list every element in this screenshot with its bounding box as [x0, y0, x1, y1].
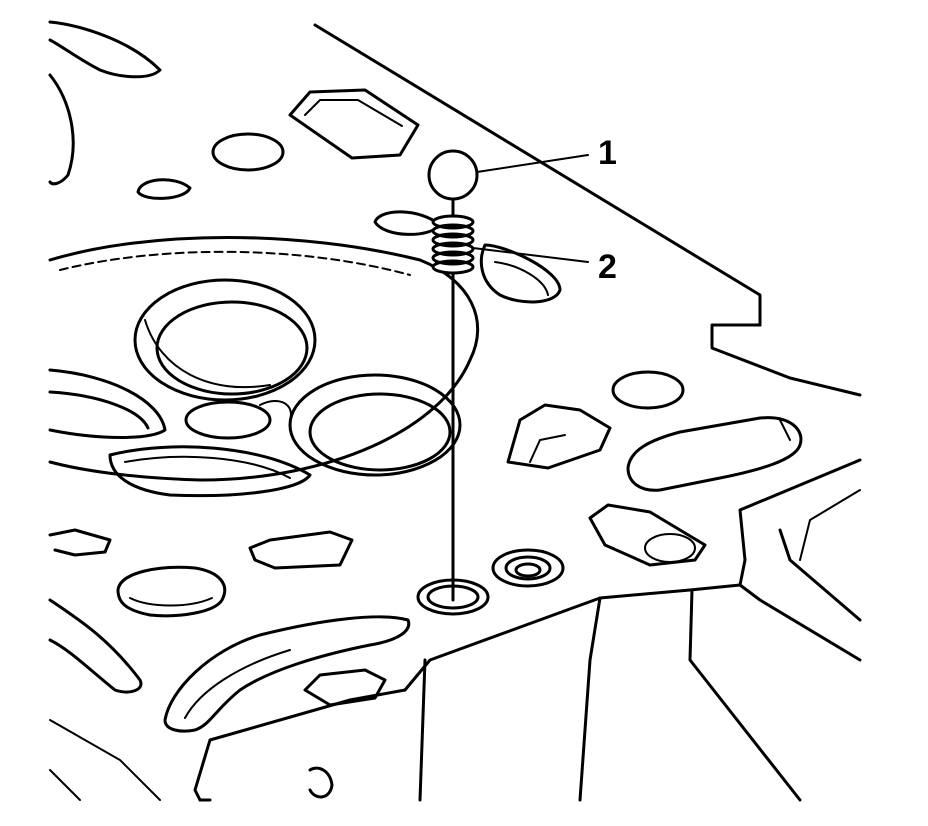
passage-holes — [48, 20, 803, 799]
combustion-chamber — [48, 236, 480, 498]
check-valve-spring — [431, 214, 475, 275]
check-ball — [427, 149, 479, 201]
plug-seat — [491, 548, 565, 588]
leader-line-2 — [472, 247, 589, 263]
callout-label-1: 1 — [598, 134, 617, 172]
cylinder-head-outline — [49, 23, 862, 802]
leader-line-1 — [476, 154, 589, 173]
callout-label-2: 2 — [598, 248, 617, 286]
